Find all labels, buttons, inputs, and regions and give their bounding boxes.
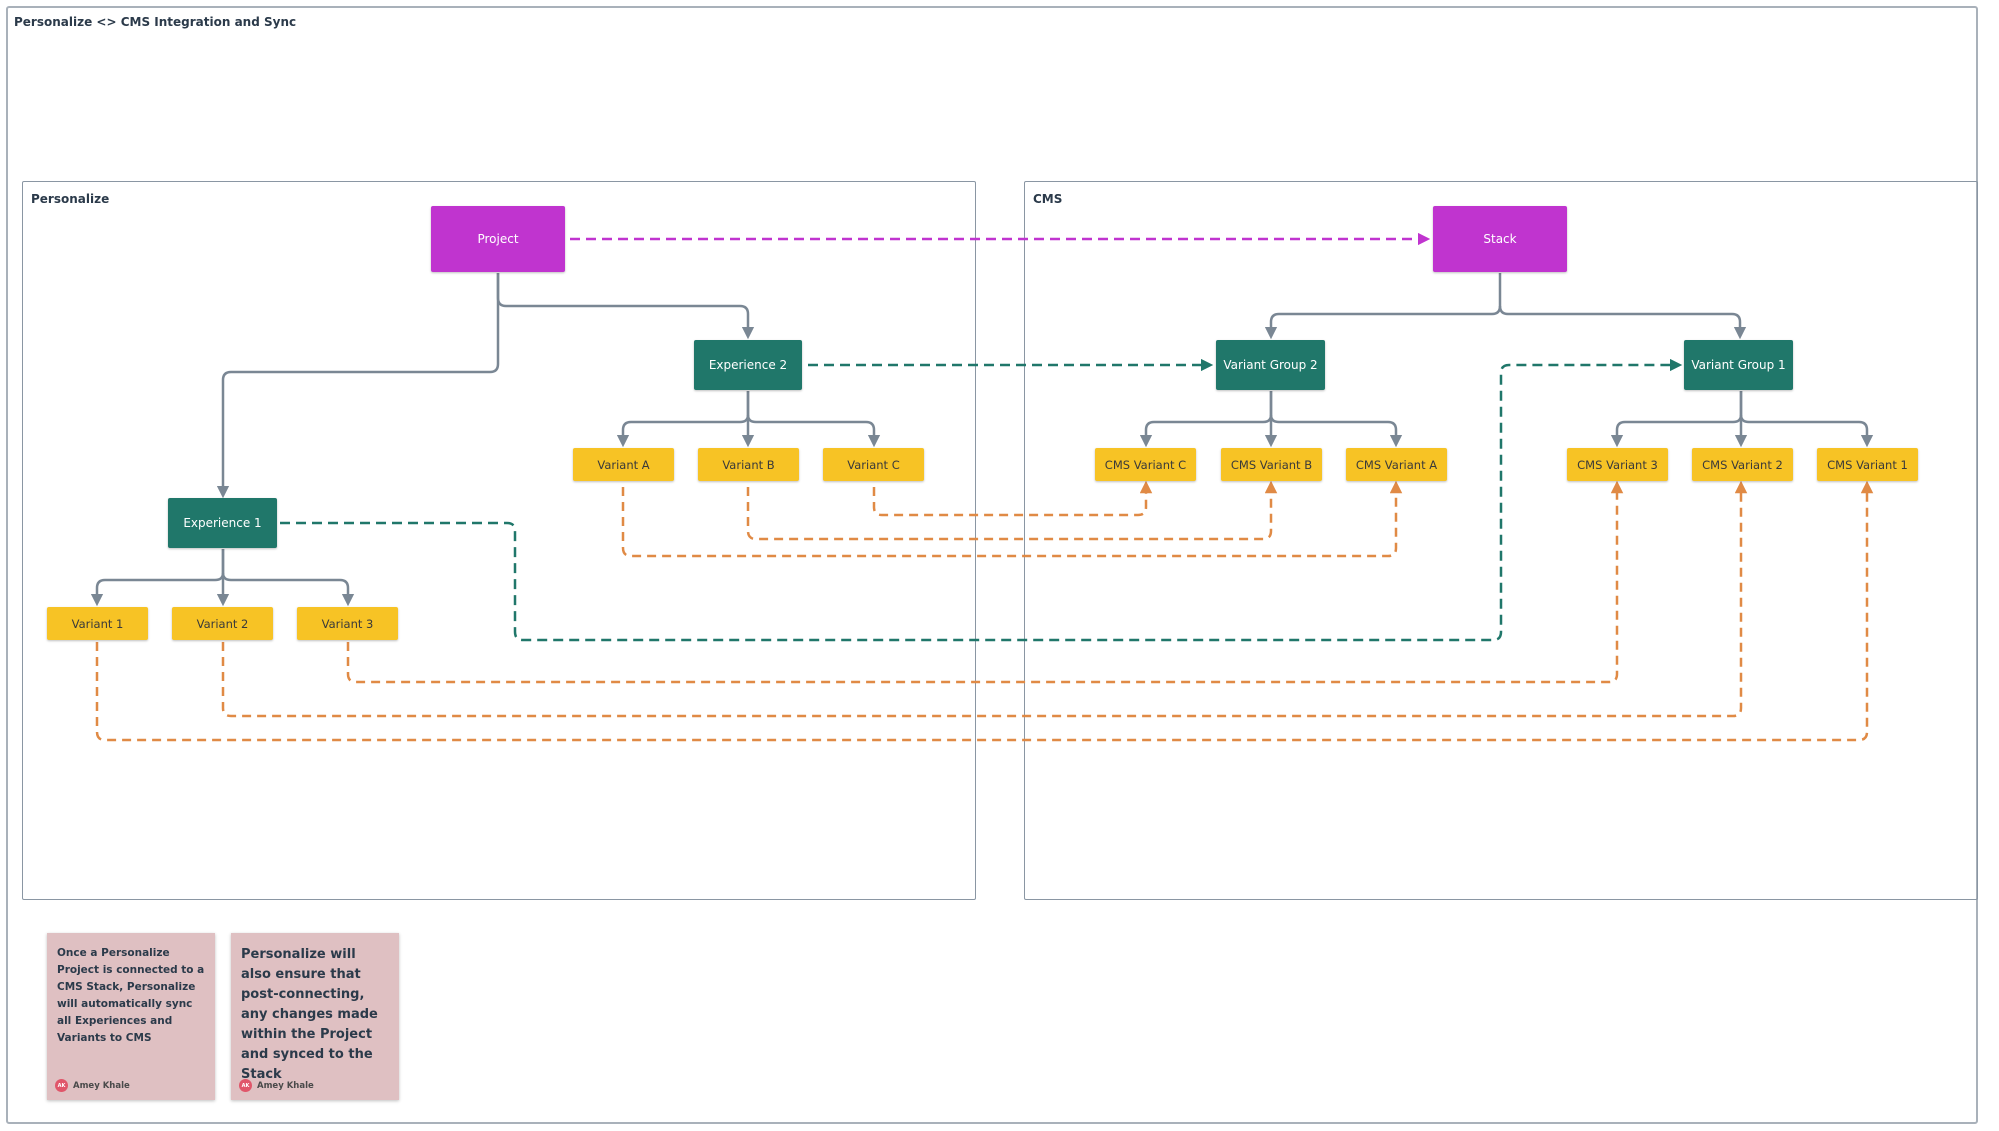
avatar: AK	[55, 1079, 68, 1092]
cms-variant-1-node[interactable]: CMS Variant 1	[1817, 448, 1918, 481]
cms-variant-2-node[interactable]: CMS Variant 2	[1692, 448, 1793, 481]
variant-2-node[interactable]: Variant 2	[172, 607, 273, 640]
cms-variant-c-node[interactable]: CMS Variant C	[1095, 448, 1196, 481]
variant-c-node[interactable]: Variant C	[823, 448, 924, 481]
variant-b-node[interactable]: Variant B	[698, 448, 799, 481]
personalize-section[interactable]: Personalize	[22, 181, 976, 900]
sticky-note[interactable]: Personalize will also ensure that post-c…	[231, 933, 399, 1100]
variant-group-2-node[interactable]: Variant Group 2	[1216, 340, 1325, 390]
avatar: AK	[239, 1079, 252, 1092]
project-node[interactable]: Project	[431, 206, 565, 272]
author-name: Amey Khale	[257, 1080, 314, 1091]
stack-node[interactable]: Stack	[1433, 206, 1567, 272]
sticky-note-author: AK Amey Khale	[239, 1079, 314, 1092]
author-name: Amey Khale	[73, 1080, 130, 1091]
sticky-note-text: Personalize will also ensure that post-c…	[241, 947, 378, 1082]
cms-variant-b-node[interactable]: CMS Variant B	[1221, 448, 1322, 481]
board-title: Personalize <> CMS Integration and Sync	[14, 15, 297, 29]
sticky-note[interactable]: Once a Personalize Project is connected …	[47, 933, 215, 1100]
cms-section-label: CMS	[1033, 192, 1063, 206]
variant-3-node[interactable]: Variant 3	[297, 607, 398, 640]
cms-variant-3-node[interactable]: CMS Variant 3	[1567, 448, 1668, 481]
cms-variant-a-node[interactable]: CMS Variant A	[1346, 448, 1447, 481]
sticky-note-text: Once a Personalize Project is connected …	[57, 947, 205, 1044]
experience-1-node[interactable]: Experience 1	[168, 498, 277, 548]
personalize-section-label: Personalize	[31, 192, 110, 206]
variant-1-node[interactable]: Variant 1	[47, 607, 148, 640]
cms-section[interactable]: CMS	[1024, 181, 1978, 900]
variant-group-1-node[interactable]: Variant Group 1	[1684, 340, 1793, 390]
sticky-note-author: AK Amey Khale	[55, 1079, 130, 1092]
experience-2-node[interactable]: Experience 2	[694, 340, 802, 390]
variant-a-node[interactable]: Variant A	[573, 448, 674, 481]
